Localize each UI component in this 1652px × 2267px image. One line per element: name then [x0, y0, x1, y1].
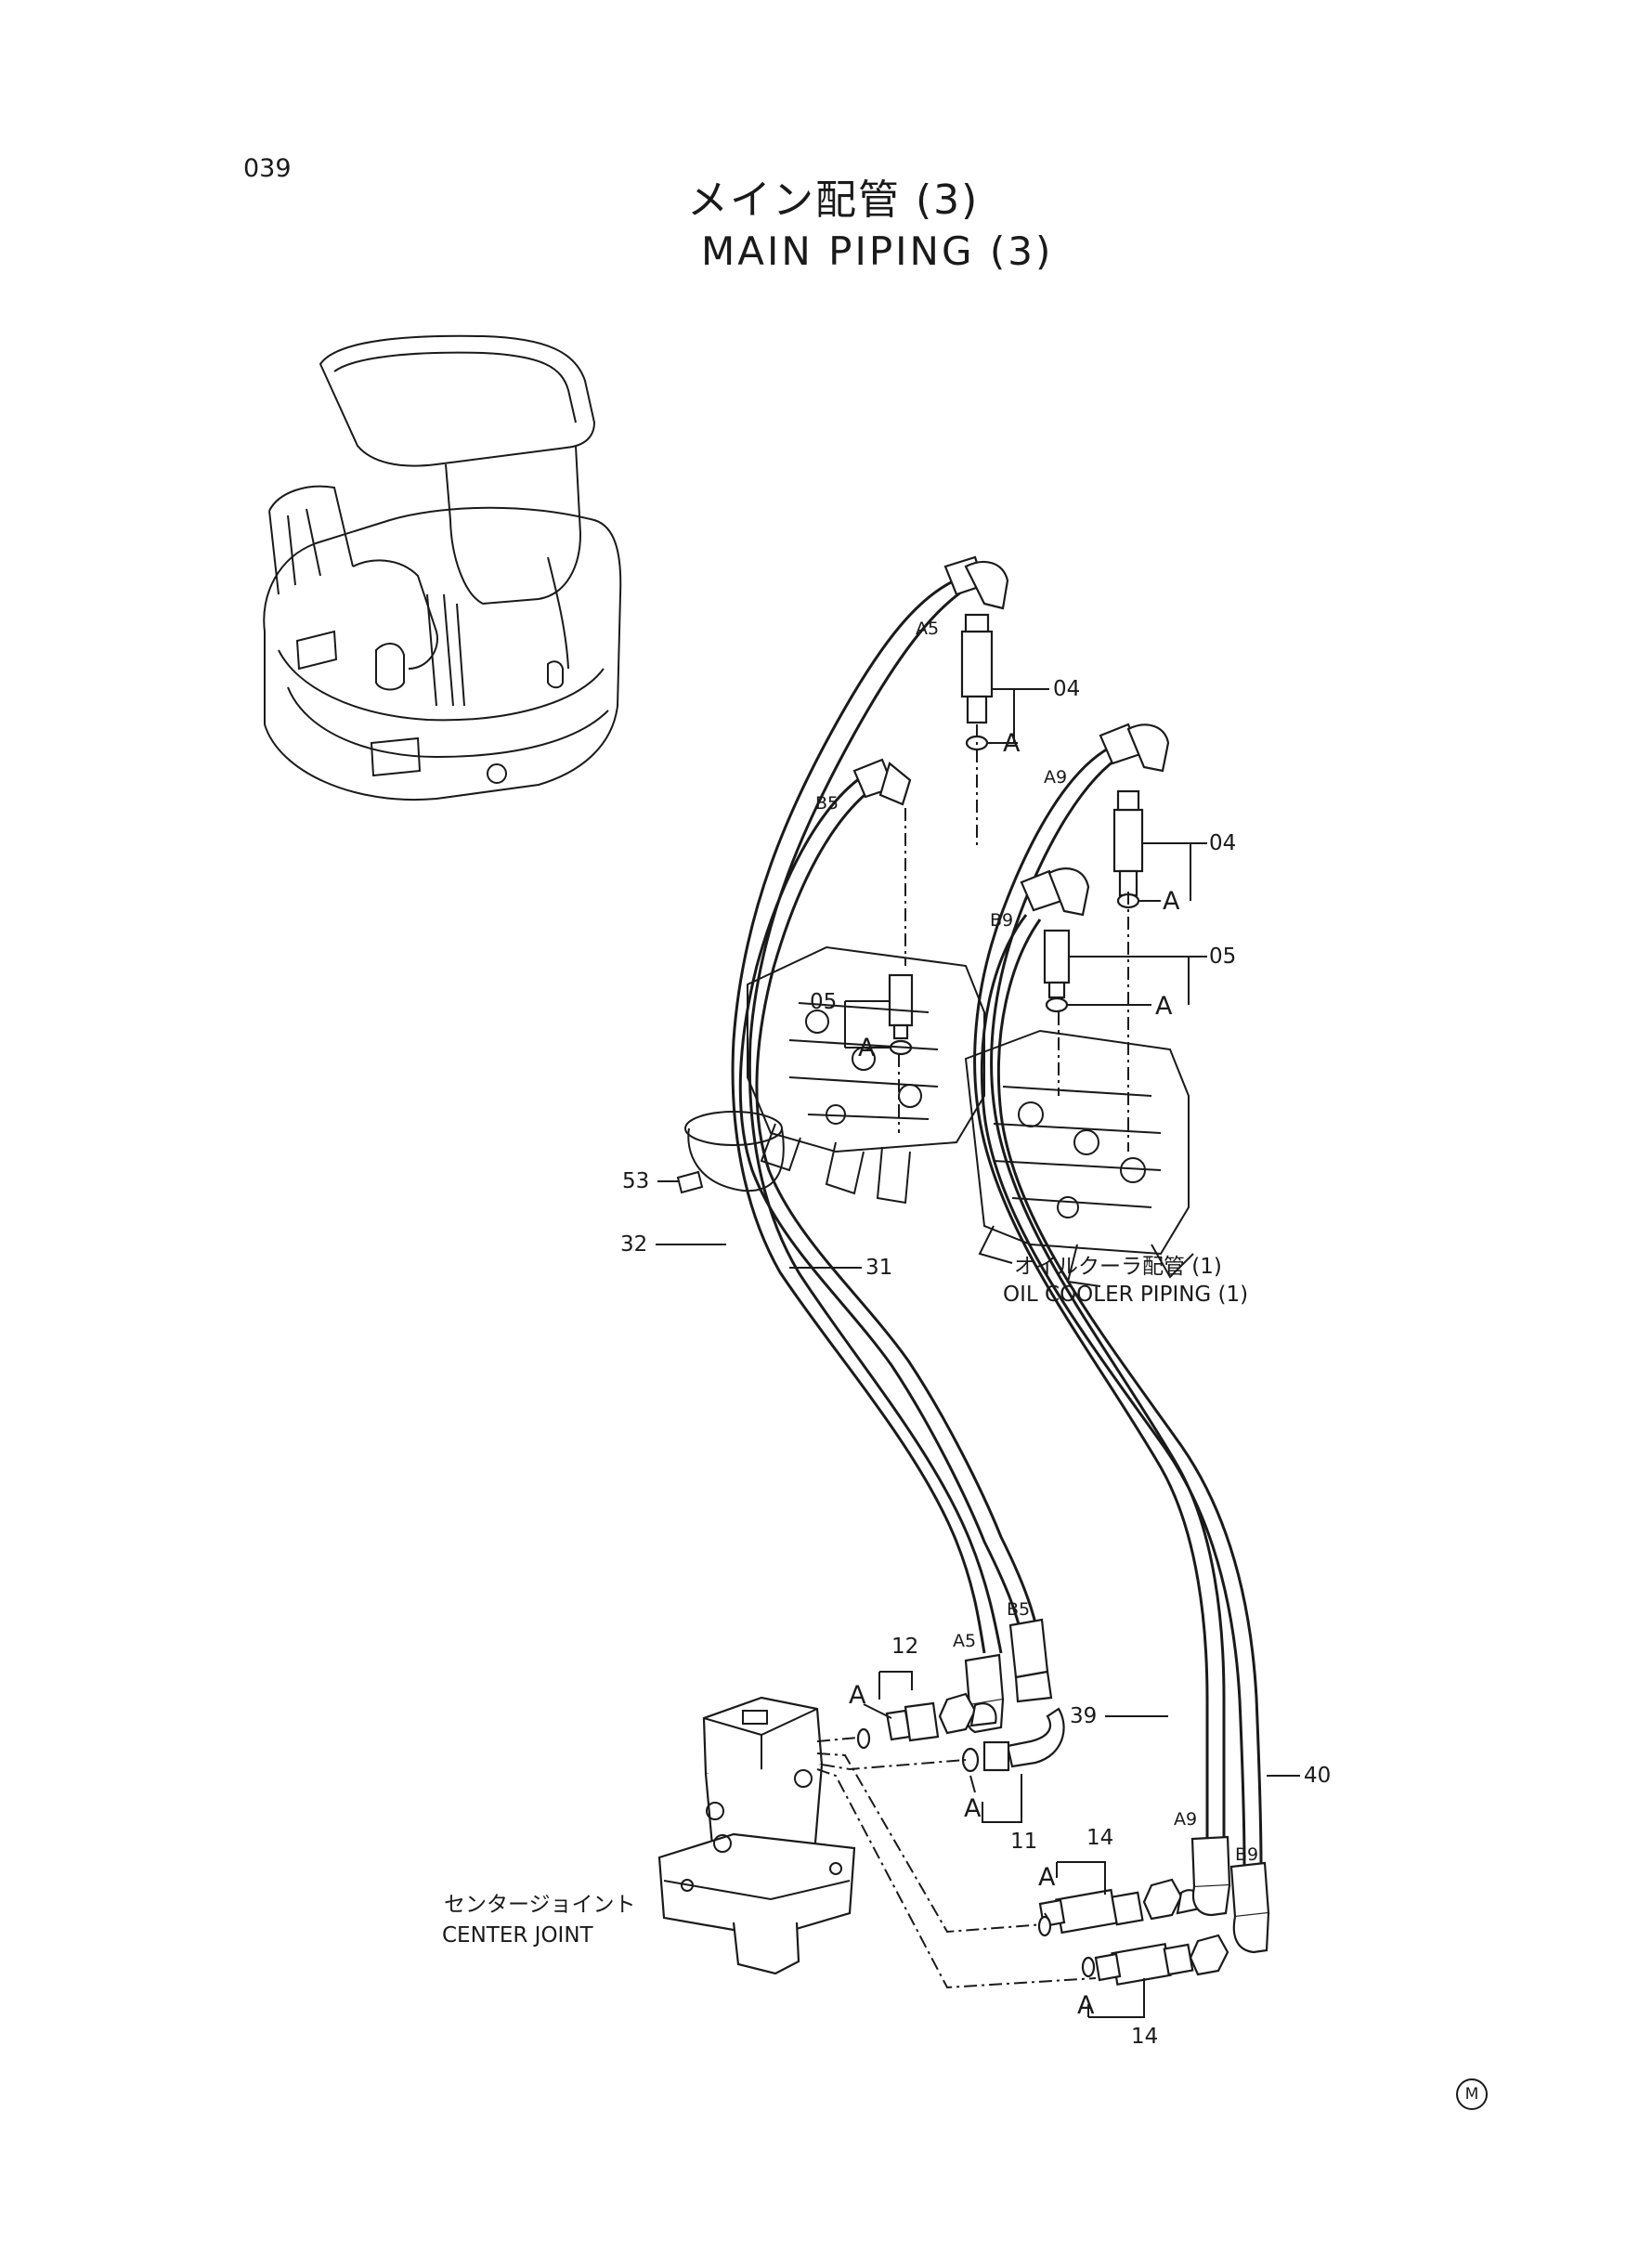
fitting-b5-top: [852, 758, 912, 806]
adapter-05-right: [1043, 929, 1071, 1013]
callout-part-05-right: 05: [1209, 945, 1237, 969]
detail-mark-a-3: A: [1155, 992, 1173, 1021]
callout-part-40: 40: [1304, 1764, 1332, 1788]
control-valve-block: [747, 945, 1194, 1287]
machine-overview-illustration: [263, 334, 622, 801]
union-12: [885, 1692, 997, 1742]
detail-mark-a-4: A: [858, 1034, 876, 1062]
detail-mark-a-1: A: [1003, 729, 1021, 758]
fitting-b9-top: [1020, 867, 1090, 917]
callout-part-31: 31: [865, 1256, 893, 1280]
hose-39: [973, 746, 1226, 1839]
callout-part-05-left: 05: [810, 990, 838, 1014]
callout-part-12: 12: [891, 1635, 919, 1659]
adapter-14-top: [1038, 1878, 1202, 1935]
callout-part-04-mid: 04: [1209, 831, 1237, 855]
fitting-a9-top: [1099, 723, 1170, 773]
note-center-joint-japanese: センタージョイント: [444, 1893, 636, 1917]
callout-part-53: 53: [622, 1169, 650, 1193]
note-oil-cooler-english: OIL COOLER PIPING (1): [1003, 1283, 1249, 1307]
callout-lines: [656, 688, 1300, 2018]
band-clamp-53: [676, 1111, 785, 1194]
detail-mark-a-8: A: [1077, 1991, 1095, 2020]
callout-part-04-top: 04: [1053, 677, 1081, 701]
page-title-english: MAIN PIPING (3): [701, 228, 1054, 274]
detail-mark-a-6: A: [964, 1794, 982, 1823]
fitting-a9-bottom: [1190, 1835, 1231, 1917]
adapter-05-left: [888, 973, 914, 1056]
port-label-b5-top: B5: [815, 793, 839, 814]
circled-m-mark: M: [1456, 2078, 1488, 2110]
elbow-11: [961, 1707, 1065, 1773]
fitting-a5-top: [943, 555, 1009, 610]
chain-lines: [898, 724, 1129, 1152]
callout-part-14-top: 14: [1086, 1826, 1114, 1850]
adapter-04-mid: [1112, 789, 1144, 909]
port-label-b5-bottom: B5: [1007, 1599, 1031, 1620]
detail-mark-a-5: A: [849, 1681, 866, 1710]
note-center-joint-english: CENTER JOINT: [442, 1923, 593, 1948]
port-label-a5-bottom: A5: [953, 1631, 977, 1651]
detail-mark-a-7: A: [1038, 1863, 1056, 1892]
callout-part-11: 11: [1010, 1830, 1038, 1854]
port-label-b9-bottom: B9: [1235, 1844, 1259, 1865]
hose-32: [738, 774, 1045, 1663]
fitting-b5-bottom: [1008, 1618, 1053, 1703]
port-label-a9-bottom: A9: [1174, 1809, 1198, 1830]
page-title-japanese: メイン配管 (3): [687, 176, 980, 224]
callout-part-14-bottom: 14: [1131, 2025, 1159, 2049]
center-joint-body: [657, 1696, 856, 1975]
port-label-b9-top: B9: [990, 910, 1014, 931]
hose-40: [980, 914, 1263, 1868]
adapter-14-bottom: [1094, 1934, 1229, 1987]
hose-31: [731, 576, 1003, 1654]
fitting-b9-bottom: [1229, 1861, 1270, 1954]
callout-part-39: 39: [1070, 1704, 1098, 1728]
detail-mark-a-2: A: [1163, 887, 1180, 916]
port-leader-lines: [816, 1736, 1097, 1989]
port-label-a5-top: A5: [916, 619, 940, 639]
note-oil-cooler-japanese: オイルクーラ配管 (1): [1014, 1255, 1222, 1279]
callout-part-32: 32: [620, 1232, 648, 1257]
port-label-a9-top: A9: [1044, 767, 1068, 788]
page-number: 039: [243, 154, 292, 183]
